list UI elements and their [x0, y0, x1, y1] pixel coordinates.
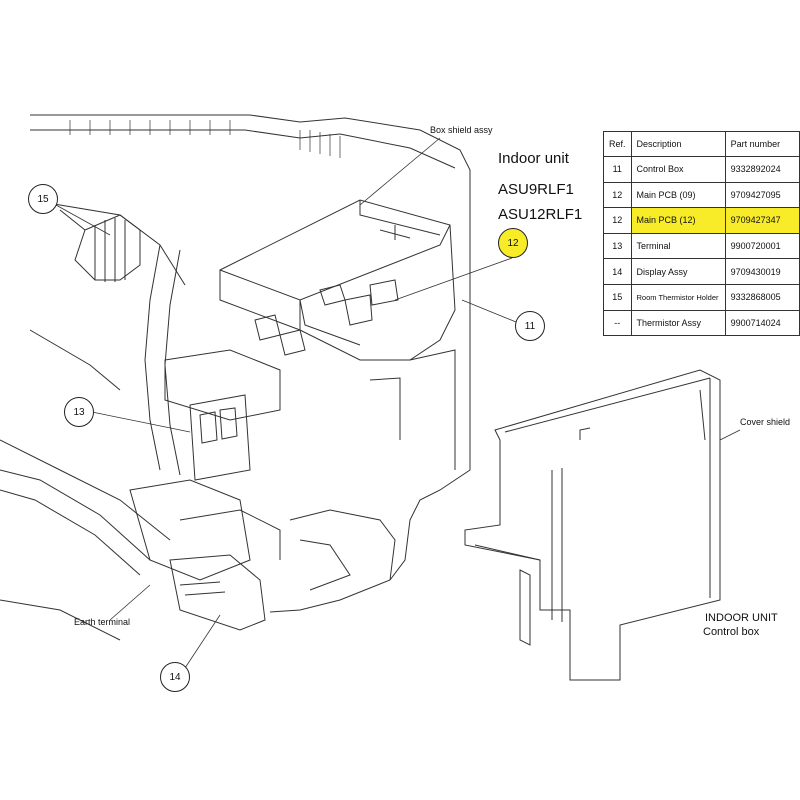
cell-part-number: 9709430019 — [724, 258, 800, 285]
cell-part-number: 9709427347 — [724, 207, 800, 234]
cell-description: Room Thermistor Holder — [630, 283, 726, 311]
cover-shield-label: Cover shield — [740, 417, 791, 427]
cell-ref: 11 — [603, 156, 632, 183]
cell-part-number: 9332868005 — [724, 283, 800, 311]
parts-table-header: Ref. Description Part number — [603, 131, 800, 157]
callout-13: 13 — [64, 397, 94, 427]
cell-ref: -- — [603, 309, 632, 337]
callout-12: 12 — [498, 228, 528, 258]
cell-ref: 14 — [603, 258, 632, 285]
cell-ref: 12 — [603, 207, 632, 234]
cell-part-number: 9709427095 — [724, 181, 800, 209]
cell-part-number: 9900720001 — [724, 232, 800, 260]
cell-part-number: 9900714024 — [724, 309, 800, 337]
footer-line2: Control box — [703, 626, 760, 638]
callout-15: 15 — [28, 184, 58, 214]
callout-11: 11 — [515, 311, 545, 341]
cell-description: Thermistor Assy — [630, 309, 726, 337]
cell-description: Main PCB (09) — [630, 181, 726, 209]
cell-description: Display Assy — [630, 258, 726, 285]
footer-line1: INDOOR UNIT — [705, 612, 778, 624]
model-label-1: ASU9RLF1 — [498, 181, 574, 198]
cell-ref: 12 — [603, 181, 632, 209]
cell-ref: 13 — [603, 232, 632, 260]
earth-terminal-label: Earth terminal — [74, 617, 131, 627]
cell-part-number: 9332892024 — [724, 156, 800, 183]
header-ref: Ref. — [603, 131, 632, 157]
callout-14: 14 — [160, 662, 190, 692]
unit-label: Indoor unit — [498, 150, 569, 167]
model-label-2: ASU12RLF1 — [498, 206, 583, 223]
header-description: Description — [630, 131, 726, 157]
cell-description: Control Box — [630, 156, 726, 183]
header-part-number: Part number — [724, 131, 800, 157]
cell-ref: 15 — [603, 283, 632, 311]
cell-description: Main PCB (12) — [630, 207, 726, 234]
box-shield-label: Box shield assy — [430, 125, 493, 135]
cell-description: Terminal — [630, 232, 726, 260]
